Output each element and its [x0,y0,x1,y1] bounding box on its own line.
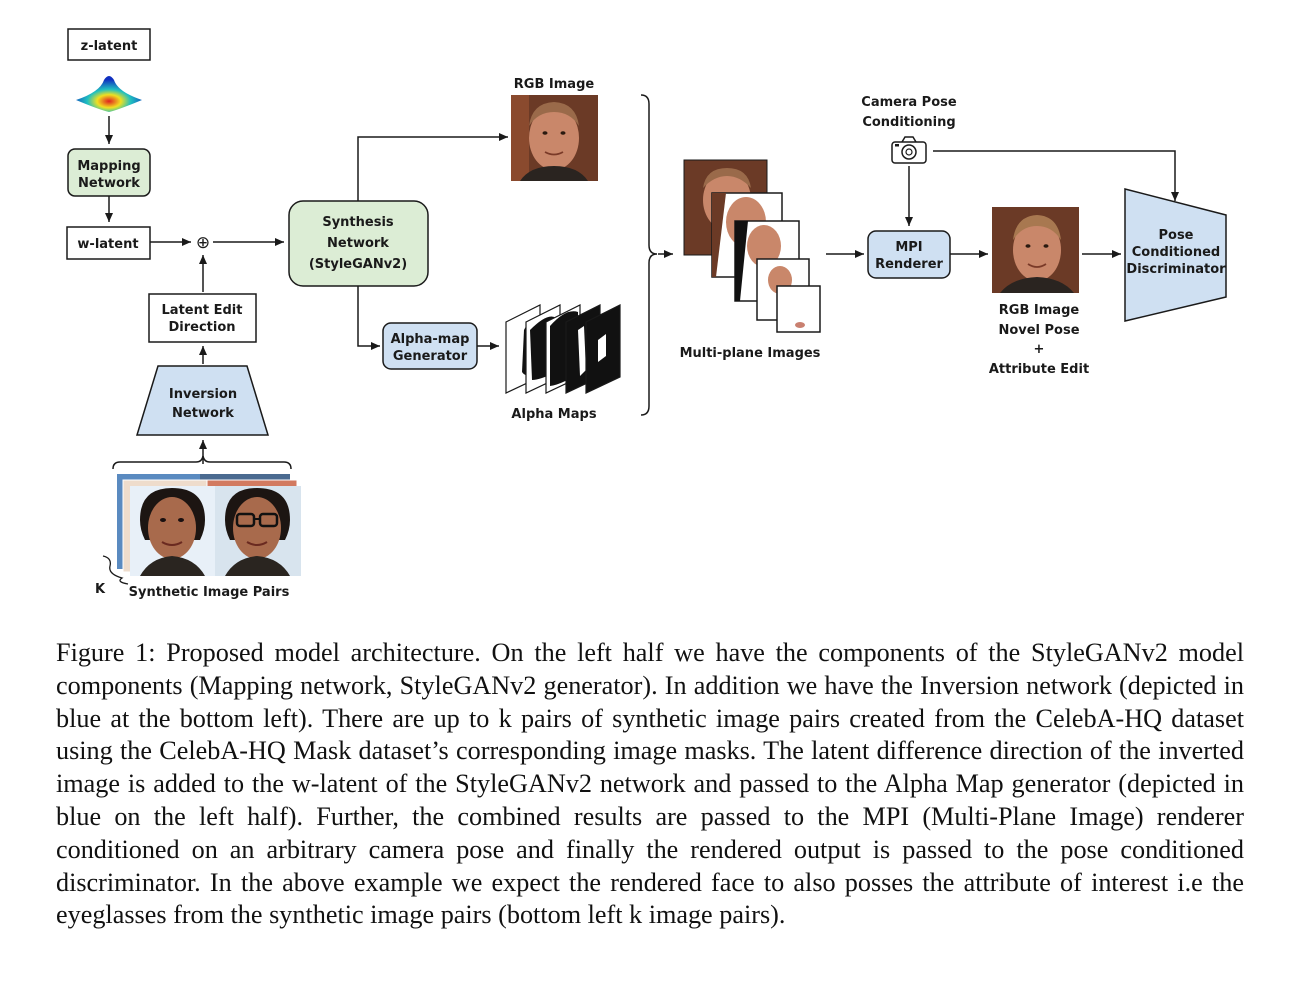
rgb-output-label-1: RGB Image [999,303,1080,318]
multi-plane-images-stack [683,159,821,333]
discriminator-label-3: Discriminator [1126,262,1226,277]
camera-pose-label-2: Conditioning [862,115,955,130]
z-latent-node: z-latent [67,28,151,61]
mpi-renderer-label-1: MPI [895,240,922,255]
alpha-map-generator-label-2: Generator [393,349,468,364]
w-latent-label: w-latent [77,237,138,252]
add-operator-icon: ⊕ [196,233,210,253]
arrow-camera-to-discriminator [933,150,1179,201]
architecture-diagram: z-latent Mapping Network w-latent ⊕ Late… [66,28,1227,600]
inversion-network-label-2: Network [172,406,234,421]
gaussian-distribution-icon [76,76,142,112]
w-latent-node: w-latent [66,226,151,260]
mapping-network-label-2: Network [78,176,140,191]
synthetic-pairs-label: Synthetic Image Pairs [129,585,290,600]
z-latent-label: z-latent [81,39,138,54]
mapping-network-node: Mapping Network [67,148,151,197]
k-brace [102,555,129,585]
mpi-renderer-label-2: Renderer [875,257,943,272]
alpha-map-generator-label-1: Alpha-map [391,332,470,347]
synthesis-network-label-3: (StyleGANv2) [309,257,407,272]
rgb-image-face [511,95,598,181]
rgb-image-label: RGB Image [514,77,595,92]
alpha-maps-label: Alpha Maps [511,407,596,422]
rgb-output-label-4: Attribute Edit [989,362,1089,377]
discriminator-label-1: Pose [1158,228,1193,243]
rgb-output-label-2: Novel Pose [998,323,1079,338]
synthetic-image-pairs [117,474,301,576]
mpi-renderer-node: MPI Renderer [867,230,951,279]
arrow-synthesis-to-rgb [357,133,508,201]
face-with-glasses [215,486,301,576]
k-label: K [95,582,106,597]
mapping-network-label-1: Mapping [77,159,140,174]
pose-conditioned-discriminator-node: Pose Conditioned Discriminator [1124,188,1227,322]
synthesis-network-label-2: Network [327,236,389,251]
camera-pose-label-1: Camera Pose [861,95,957,110]
latent-edit-direction-label-2: Direction [168,320,235,335]
camera-icon [891,136,927,164]
combine-brace [640,94,658,416]
inversion-network-label-1: Inversion [169,387,237,402]
pairs-brace [112,455,292,470]
face-without-glasses [130,486,215,576]
alpha-map-generator-node: Alpha-map Generator [382,322,478,370]
latent-edit-direction-node: Latent Edit Direction [148,293,257,343]
arrow-synthesis-to-alpha [357,286,380,350]
inversion-network-node: Inversion Network [135,365,270,436]
synthesis-network-label-1: Synthesis [322,215,394,230]
discriminator-label-2: Conditioned [1132,245,1220,260]
output-rgb-face [992,207,1079,293]
alpha-maps-stack [505,304,621,394]
rgb-output-label-3: + [1034,342,1045,357]
multi-plane-images-label: Multi-plane Images [680,346,821,361]
synthesis-network-node: Synthesis Network (StyleGANv2) [288,200,429,287]
latent-edit-direction-label-1: Latent Edit [162,303,243,318]
figure-caption: Figure 1: Proposed model architecture. O… [56,638,1244,930]
